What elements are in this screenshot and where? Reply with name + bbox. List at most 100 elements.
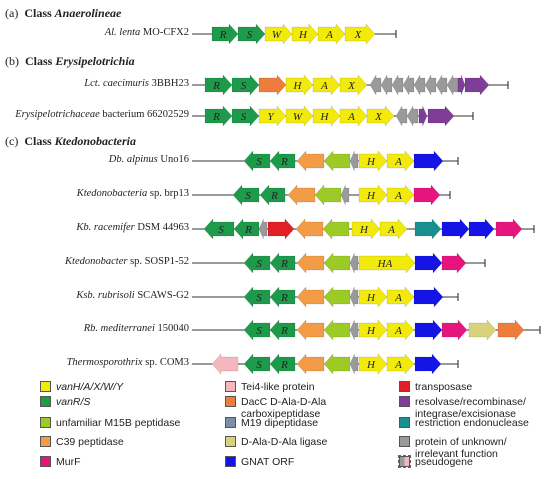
gene-arrow-resolvase [418, 105, 428, 127]
gene-arrow-van [264, 23, 293, 45]
section-label: (b) [5, 54, 19, 68]
gene-label: S [247, 29, 253, 41]
gene-label: X [354, 29, 363, 41]
gene-arrow-van [351, 218, 381, 240]
class-prefix: Class [24, 6, 55, 20]
gene-arrow-transposase [267, 218, 295, 240]
gene-arrow-m15b [323, 252, 351, 274]
gene-label: S [256, 258, 262, 270]
gene-arrow-vanRS [269, 252, 296, 274]
gene-arrow-unknown [406, 105, 419, 127]
gene-arrow-unknown [380, 74, 393, 96]
organism-genus: Rb. mediterranei [83, 323, 155, 334]
gene-arrow-van [291, 23, 319, 45]
gene-arrow-unknown [349, 150, 359, 172]
gene-arrow-resolvase [457, 74, 466, 96]
legend-swatch [225, 456, 236, 467]
legend-label: pseudogene [415, 456, 473, 468]
gene-arrow-gnat [413, 150, 444, 172]
gene-arrow-unknown [391, 74, 404, 96]
gene-arrow-unknown [349, 319, 359, 341]
organism-strain: MO-CFX2 [140, 27, 189, 38]
gene-label: H [366, 325, 376, 337]
gene-arrow-resolvase [427, 105, 455, 127]
legend-label: vanH/A/X/W/Y [56, 381, 124, 393]
class-prefix: Class [24, 134, 55, 148]
organism-label: Lct. caecimuris 3BBH23 [84, 78, 189, 89]
gene-label: W [272, 29, 282, 41]
gene-arrow-unknown [258, 218, 268, 240]
gene-label: A [325, 29, 333, 41]
section-header-b: (b) Class Erysipelotrichia [5, 54, 135, 69]
gene-label: S [245, 190, 251, 202]
gene-arrow-c39 [296, 353, 325, 375]
gene-arrow-c39 [296, 286, 325, 308]
gene-label: R [212, 80, 220, 92]
gene-arrow-c39 [295, 218, 324, 240]
gene-arrow-unknown [349, 353, 359, 375]
legend-swatch [399, 417, 410, 428]
organism-label: Al. lenta MO-CFX2 [105, 27, 189, 38]
gene-arrow-unknown [349, 252, 359, 274]
gene-arrow-c39 [296, 252, 325, 274]
gene-arrow-vanRS [231, 74, 260, 96]
organism-strain: sp. SOSP1-52 [127, 256, 189, 267]
gene-label: A [394, 190, 402, 202]
organism-label: Kb. racemifer DSM 44963 [76, 222, 189, 233]
gene-arrow-unknown [446, 74, 459, 96]
legend-label: GNAT ORF [241, 456, 295, 468]
gene-arrow-m15b [323, 319, 351, 341]
gene-label: A [394, 325, 402, 337]
legend-label: Tei4-like protein [241, 381, 315, 393]
gene-arrow-van [339, 74, 368, 96]
gene-arrow-murf [441, 252, 467, 274]
gene-arrow-vanRS [269, 150, 296, 172]
gene-arrow-vanRS [237, 23, 266, 45]
organism-label: Ktedonobacteria sp. brp13 [77, 188, 189, 199]
legend-label: vanR/S [56, 396, 91, 408]
organism-strain: SCAWS-G2 [134, 290, 189, 301]
gene-arrow-van [386, 184, 415, 206]
gene-arrow-gnat [414, 252, 443, 274]
gene-arrow-vanRS [243, 252, 271, 274]
gene-arrow-van [344, 23, 376, 45]
gene-arrow-vanRS [211, 23, 239, 45]
organism-genus: Erysipelotrichaceae [15, 109, 100, 120]
gene-arrow-van [366, 105, 395, 127]
gene-label: R [212, 111, 220, 123]
gene-arrow-van [386, 353, 415, 375]
class-name: Erysipelotrichia [55, 54, 135, 68]
gene-label: H [320, 111, 330, 123]
legend-label: D-Ala-D-Ala ligase [241, 436, 328, 448]
gene-label: HA [377, 258, 393, 270]
gene-arrow-van [339, 105, 368, 127]
gene-label: H [366, 292, 376, 304]
organism-label: Db. alpinus Uno16 [109, 154, 189, 165]
gene-arrow-vanRS [243, 150, 271, 172]
gene-label: H [359, 224, 369, 236]
gene-arrow-van [285, 74, 314, 96]
organism-genus: Al. lenta [104, 27, 141, 38]
legend-label: C39 peptidase [56, 436, 124, 448]
legend-label: M19 dipeptidase [241, 417, 319, 429]
gene-arrow-van [258, 105, 287, 127]
organism-genus: Db. alpinus [108, 154, 158, 165]
gene-arrow-murf [495, 218, 523, 240]
organism-genus: Thermosporothrix [66, 357, 143, 368]
legend-swatch [225, 396, 236, 407]
gene-arrow-m15b [323, 353, 351, 375]
gene-label: S [256, 292, 262, 304]
gene-arrow-vanRS [204, 74, 233, 96]
legend-swatch [399, 436, 410, 447]
gene-arrow-unknown [413, 74, 426, 96]
gene-arrow-murf [441, 319, 468, 341]
organism-genus: Lct. caecimuris [84, 78, 150, 89]
class-prefix: Class [25, 54, 56, 68]
gene-arrow-tei4 [211, 353, 239, 375]
gene-arrow-gnat [414, 319, 443, 341]
gene-arrow-unknown [395, 105, 408, 127]
gene-arrow-vanRS [259, 184, 286, 206]
legend-label: unfamiliar M15B peptidase [56, 417, 181, 429]
organism-genus: Kb. racemifer [76, 222, 135, 233]
gene-arrow-van [358, 319, 388, 341]
